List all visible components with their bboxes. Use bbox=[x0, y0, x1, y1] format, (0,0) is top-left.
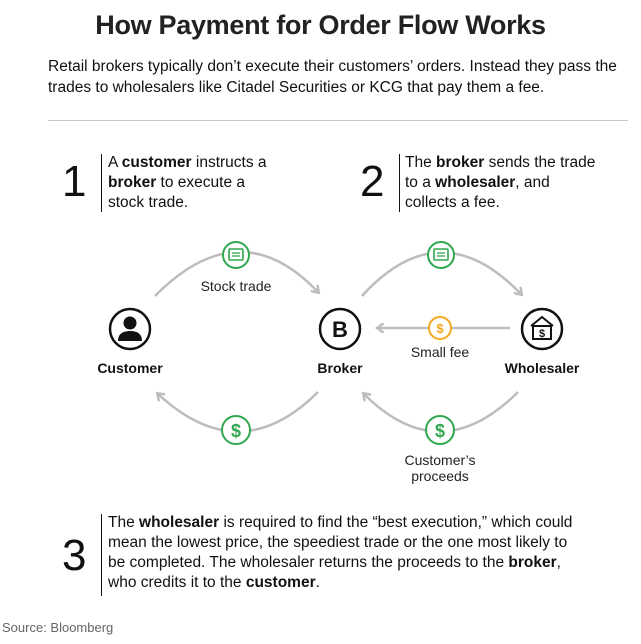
diagram-shape bbox=[530, 315, 554, 327]
step-text-segment: , and collects a fee. bbox=[405, 174, 550, 211]
step-2-text: The broker sends the trade to a wholesal… bbox=[405, 153, 605, 213]
step-text-segment: . bbox=[315, 574, 320, 591]
person-icon bbox=[108, 307, 152, 351]
step-text-segment: instructs a bbox=[191, 154, 267, 171]
step-text-segment: A bbox=[108, 154, 122, 171]
divider bbox=[48, 120, 628, 121]
page-title: How Payment for Order Flow Works bbox=[95, 10, 546, 40]
step-3-bar bbox=[101, 514, 102, 596]
step-1-bar bbox=[101, 154, 102, 212]
diagram-shape bbox=[222, 241, 250, 269]
broker-b-icon: B bbox=[318, 307, 362, 351]
customers-proceeds-label: Customer’s proceeds bbox=[404, 452, 476, 484]
step-text-segment: sends the trade to a bbox=[405, 154, 596, 191]
stock-trade-label: Stock trade bbox=[200, 278, 272, 294]
step-text-segment: The bbox=[405, 154, 437, 171]
step-2-number: 2 bbox=[360, 157, 385, 206]
dollar-icon: $ bbox=[425, 415, 455, 445]
emphasis-term: wholesaler bbox=[139, 514, 220, 531]
step-text-segment: The bbox=[108, 514, 140, 531]
small-fee-label: Small fee bbox=[410, 344, 470, 360]
diagram-shape: $ bbox=[435, 421, 445, 441]
broker-letter: B bbox=[332, 317, 348, 342]
step-2-bar bbox=[399, 154, 400, 212]
step-text-segment: is required to find the “best execution,… bbox=[108, 514, 573, 571]
step-1-number: 1 bbox=[62, 157, 87, 206]
emphasis-term: broker bbox=[508, 554, 557, 571]
diagram-shape bbox=[433, 248, 449, 261]
step-1-text: A customer instructs a broker to execute… bbox=[108, 153, 283, 213]
diagram-shape: $ bbox=[539, 328, 545, 340]
step-3-text: The wholesaler is required to find the “… bbox=[108, 513, 588, 593]
broker-label: Broker bbox=[317, 360, 363, 376]
diagram-shape bbox=[221, 415, 251, 445]
wholesaler-bank-icon: $ bbox=[520, 307, 564, 351]
emphasis-term: wholesaler bbox=[435, 174, 516, 191]
dollar-icon: $ bbox=[221, 415, 251, 445]
document-icon bbox=[427, 241, 455, 269]
diagram-shape: $ bbox=[231, 421, 241, 441]
diagram-shape bbox=[428, 316, 452, 340]
diagram-shape bbox=[123, 316, 137, 330]
diagram-shape bbox=[425, 415, 455, 445]
document-icon bbox=[222, 241, 250, 269]
diagram-shape bbox=[228, 248, 244, 261]
customer-label: Customer bbox=[97, 360, 163, 376]
dollar-icon: $ bbox=[428, 316, 452, 340]
diagram-shape: $ bbox=[436, 321, 444, 336]
emphasis-term: broker bbox=[108, 174, 157, 191]
diagram-shape bbox=[118, 331, 142, 341]
diagram-shape bbox=[427, 241, 455, 269]
step-text-segment: to execute a stock trade. bbox=[108, 174, 246, 211]
page-subtitle: Retail brokers typically don’t execute t… bbox=[48, 58, 617, 96]
diagram-shape bbox=[532, 325, 552, 340]
emphasis-term: broker bbox=[436, 154, 485, 171]
wholesaler-label: Wholesaler bbox=[504, 360, 580, 376]
source-note: Source: Bloomberg bbox=[2, 620, 114, 635]
emphasis-term: customer bbox=[245, 574, 316, 591]
step-text-segment: , who credits it to the bbox=[108, 554, 561, 591]
step-3-number: 3 bbox=[62, 531, 87, 580]
diagram-shape bbox=[318, 307, 362, 351]
emphasis-term: customer bbox=[121, 154, 192, 171]
